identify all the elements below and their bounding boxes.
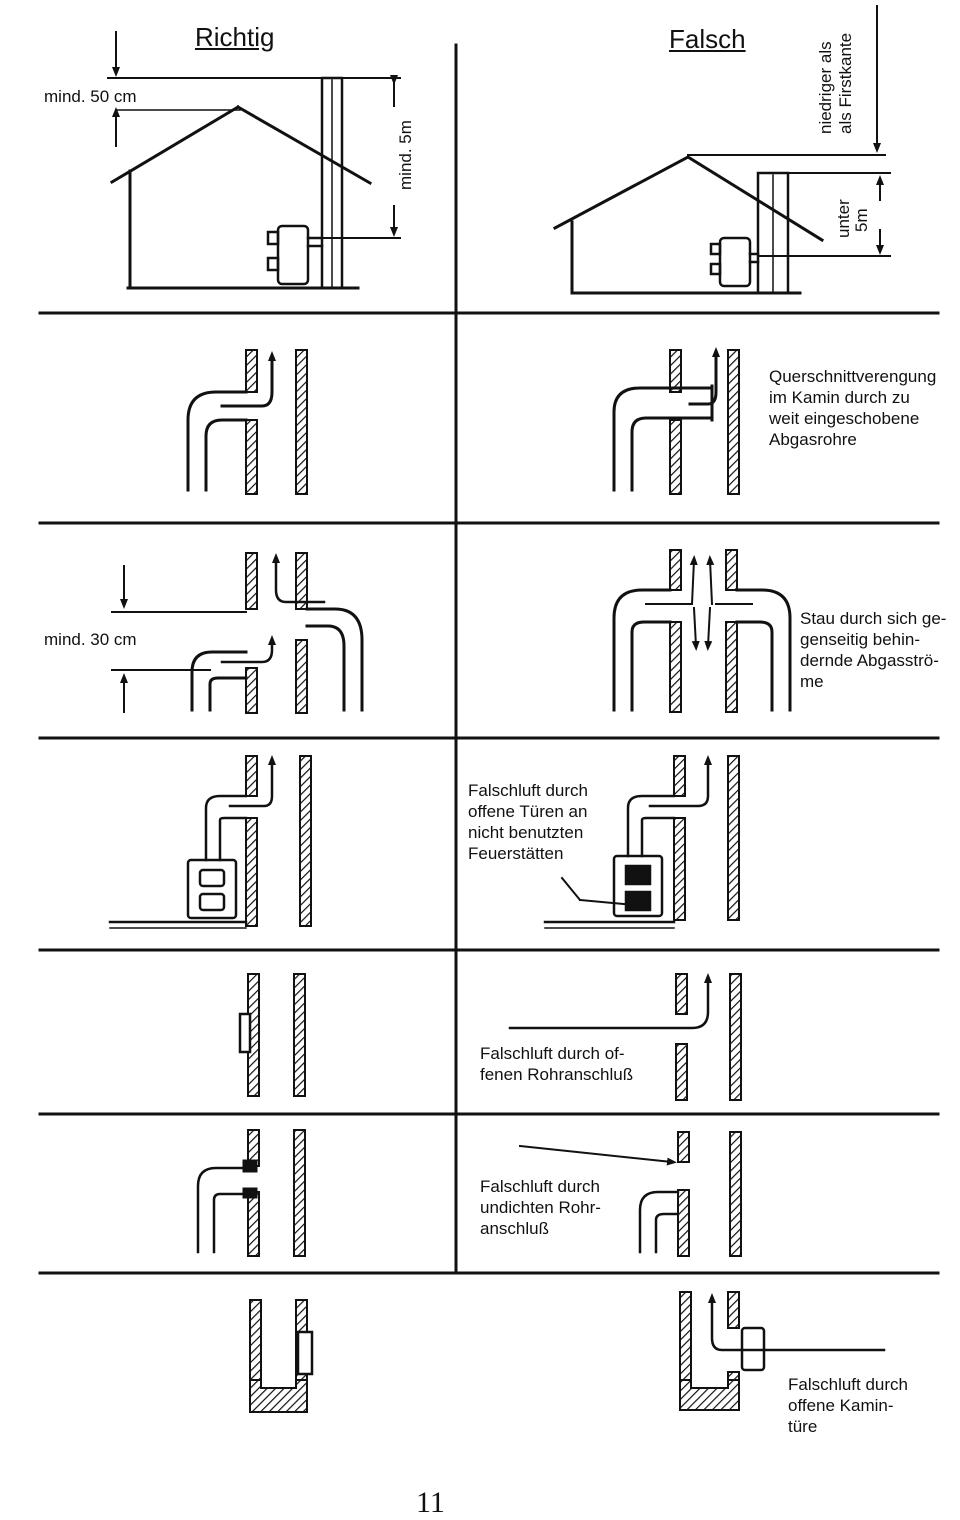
chimney-wrong-4 xyxy=(543,755,740,929)
dimension-5m xyxy=(321,75,401,239)
boiler-wrong-icon xyxy=(709,236,760,288)
page-number: 11 xyxy=(416,1486,445,1519)
chimney-correct-2 xyxy=(186,349,308,495)
chimney-correct-5 xyxy=(238,973,306,1097)
house-wrong xyxy=(552,154,825,295)
dimension-50cm xyxy=(107,31,401,147)
chimney-correct-6 xyxy=(196,1129,306,1257)
chimney-wrong-2 xyxy=(612,347,740,495)
heading-correct: Richtig xyxy=(195,22,275,52)
dimension-30cm xyxy=(111,565,247,713)
caption-leaky-connection: Falschluft durch undichten Rohr- anschlu… xyxy=(480,1177,601,1238)
caption-open-door: Falschluft durch offene Kamin- türe xyxy=(788,1375,908,1436)
caption-blockage: Stau durch sich ge- genseitig behin- der… xyxy=(800,609,947,691)
chimney-wrong-6 xyxy=(518,1131,742,1257)
dimension-ridge xyxy=(687,5,891,257)
label-under-5m-line1: unter xyxy=(834,199,853,238)
chimney-base-correct xyxy=(249,1299,314,1413)
chimney-base-wrong xyxy=(679,1291,886,1411)
label-lower-than-ridge-line2: als Firstkante xyxy=(836,32,855,134)
label-min-5m: mind. 5m xyxy=(396,120,415,190)
chimney-correct-4 xyxy=(108,755,312,929)
chimney-wrong-5 xyxy=(508,973,742,1101)
caption-cross-section: Querschnittverengung im Kamin durch zu w… xyxy=(769,367,937,449)
stove-open-doors-icon xyxy=(612,854,664,918)
stove-closed-icon xyxy=(186,858,238,920)
chimney-wrong-3 xyxy=(612,549,792,713)
caption-open-connection: Falschluft durch of- fenen Rohranschluß xyxy=(480,1044,634,1084)
label-lower-than-ridge-line1: niedriger als xyxy=(816,41,835,134)
heading-wrong: Falsch xyxy=(669,24,746,54)
boiler-correct-icon xyxy=(266,224,324,286)
label-under-5m-line2: 5m xyxy=(852,208,871,232)
label-min-30cm: mind. 30 cm xyxy=(44,630,137,649)
caption-doors: Falschluft durch offene Türen an nicht b… xyxy=(468,781,588,863)
label-min-50cm: mind. 50 cm xyxy=(44,87,137,106)
chimney-correct-3 xyxy=(190,552,364,714)
